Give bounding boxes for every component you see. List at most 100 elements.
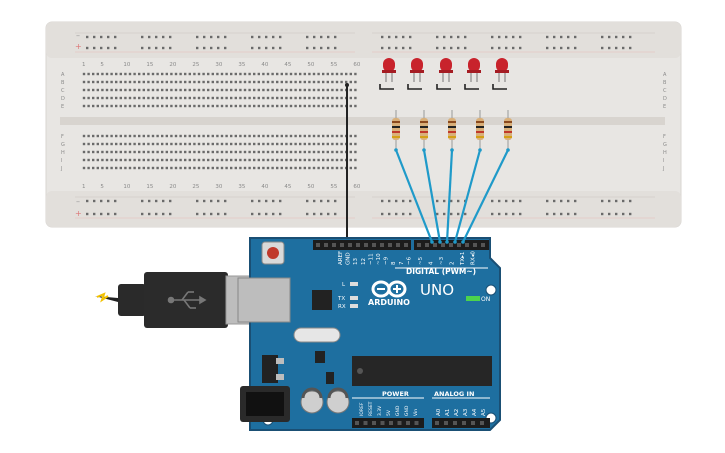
digital-pin-label: ~5 [418,256,424,265]
bottom-rail [46,191,681,227]
analog-pin-label: A3 [463,408,469,416]
power-header [352,418,424,428]
on-led [466,296,480,301]
resistor[interactable] [420,110,428,150]
column-number: 35 [238,184,245,190]
rx-led [350,304,358,308]
row-letter: C [61,88,65,94]
breadboard-holes [82,35,632,216]
resistor-group[interactable] [392,110,512,150]
row-letter: E [61,104,64,110]
signal-wire[interactable] [453,149,482,243]
column-number: 45 [284,62,291,68]
power-label: POWER [382,390,409,398]
digital-header-left [313,240,411,250]
row-letter: G [61,142,65,148]
reset-button-cap[interactable] [267,247,279,259]
row-letter: H [61,150,65,156]
usb-cable-end-icon [96,292,109,303]
row-letter: G [663,142,667,148]
column-number: 50 [307,184,314,190]
column-number: 5 [100,184,104,190]
led[interactable] [382,58,396,82]
analog-pin-label: A4 [472,408,478,416]
row-letter: B [663,80,667,86]
led[interactable] [410,58,424,82]
column-number: 40 [261,62,268,68]
rail-minus-sign: – [76,31,80,40]
analog-pin-label: A1 [445,409,451,416]
column-number: 1 [82,62,86,68]
power-pin-label: GND [404,405,410,416]
analog-pin-label: A5 [481,408,487,416]
cathode-jumpers [379,84,507,90]
column-number: 15 [146,62,153,68]
digital-pin-label: 2 [450,262,456,266]
row-letter: I [61,158,62,164]
atmega-chip [352,356,492,386]
led[interactable] [495,58,509,82]
column-number: 10 [123,62,130,68]
column-number: 35 [238,62,245,68]
row-letter: D [663,96,667,102]
usb-chip [312,290,332,310]
rail-plus-sign-bottom: + [75,209,82,218]
led[interactable] [467,58,481,82]
column-number: 40 [261,184,268,190]
column-number: 5 [100,62,104,68]
row-letter: B [61,80,65,86]
l-led [350,282,358,286]
row-letter: F [61,134,64,140]
usb-icon [167,291,207,309]
row-letter: J [662,166,664,172]
row-letter: H [663,150,667,156]
resistor[interactable] [392,110,400,150]
column-number: 55 [330,184,337,190]
analog-pin-label: A0 [436,408,442,416]
arduino-logo [371,280,407,298]
digital-label: DIGITAL (PWM~) [406,267,476,276]
resistor[interactable] [504,110,512,150]
signal-wires[interactable] [394,148,510,244]
led[interactable] [439,58,453,82]
signal-wire[interactable] [394,149,434,243]
model-label: UNO [420,281,454,299]
tx-led [350,296,358,300]
row-letter: E [663,104,666,110]
column-number: 20 [169,62,176,68]
resistor[interactable] [476,110,484,150]
breadboard-labels: 1155101015152020252530303535404045455050… [60,62,667,190]
led-group[interactable] [382,58,509,82]
regulator [262,355,278,383]
analog-label: ANALOG IN [434,390,474,398]
rx-label: RX [338,304,346,310]
column-number: 10 [123,184,130,190]
crystal [293,327,341,343]
column-number: 45 [284,184,291,190]
signal-wire[interactable] [422,149,442,243]
power-pin-label: 3.3V [377,405,383,416]
analog-header [432,418,490,428]
digital-pin-label: ~6 [406,256,412,265]
power-pin-label: RESET [368,401,374,416]
top-rail [46,22,681,58]
breadboard[interactable]: 1155101015152020252530303535404045455050… [45,21,682,228]
resistor[interactable] [448,110,456,150]
row-letter: F [663,134,666,140]
column-number: 30 [215,184,222,190]
usb-cable[interactable] [95,272,261,328]
column-number: 30 [215,62,222,68]
digital-pin-label: ~11 [368,253,374,265]
power-pin-label: 5V [386,409,392,416]
signal-wire[interactable] [445,149,454,243]
digital-pin-label: ~10 [376,253,382,265]
row-letter: C [663,88,667,94]
ground-wire[interactable] [345,83,349,240]
column-number: 60 [353,184,360,190]
column-number: 25 [192,184,199,190]
digital-pin-label: RX◂0 [471,251,477,265]
signal-wire[interactable] [462,149,509,243]
